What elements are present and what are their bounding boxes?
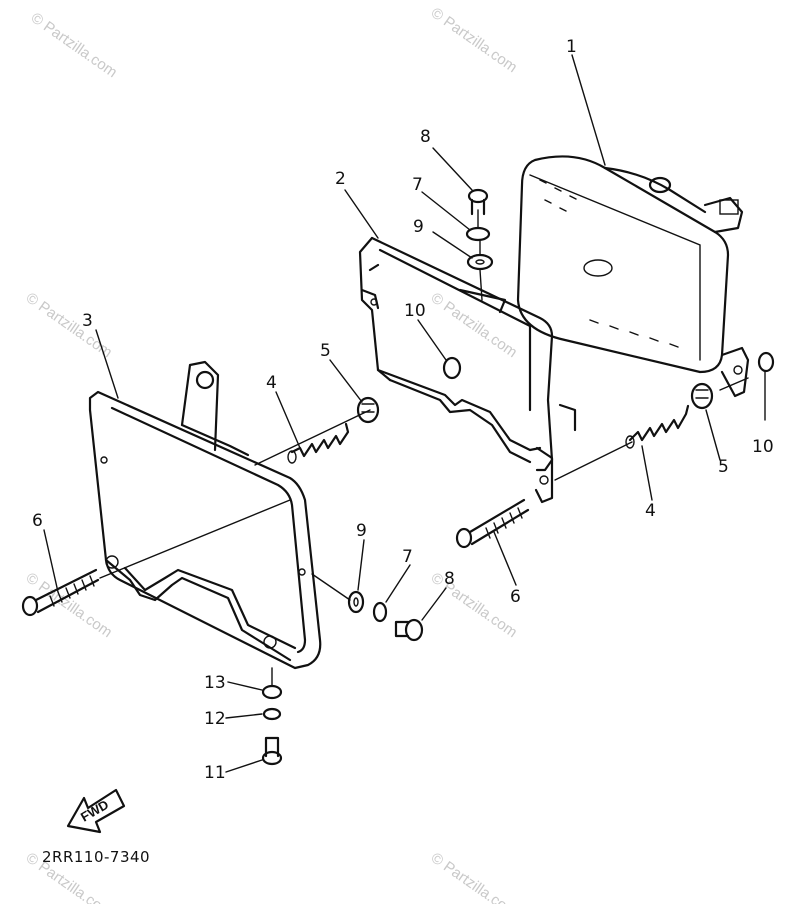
washer-12 [262, 707, 282, 721]
watermarks: © Partzilla.com © Partzilla.com © Partzi… [23, 4, 521, 904]
callout-6-right: 6 [510, 587, 521, 607]
adjusting-bolt-right [455, 498, 530, 549]
bracket-frame [358, 236, 577, 504]
screw-side [394, 618, 424, 642]
callout-7: 7 [412, 175, 423, 195]
front-frame [88, 360, 322, 670]
callout-2: 2 [335, 169, 346, 189]
callout-8: 8 [420, 127, 431, 147]
nut-left [356, 396, 380, 424]
lock-washer-side [372, 601, 388, 623]
adjusting-bolt-left [21, 568, 100, 617]
callout-5-right: 5 [718, 457, 729, 477]
washer-13 [261, 684, 283, 700]
screw-top [467, 188, 489, 216]
callout-9-side: 9 [356, 521, 367, 541]
callout-5: 5 [320, 341, 331, 361]
watermark-text: © Partzilla.com [428, 569, 521, 641]
watermark-text: © Partzilla.com [428, 849, 521, 904]
watermark-text: © Partzilla.com [428, 4, 521, 76]
callout-11: 11 [204, 763, 226, 783]
nut-right [690, 382, 714, 410]
callout-3: 3 [82, 311, 93, 331]
assembly-lines [99, 209, 749, 687]
callout-7-side: 7 [402, 547, 413, 567]
screw-11 [261, 736, 283, 766]
headlight-unit [516, 155, 750, 398]
callout-12: 12 [204, 709, 226, 729]
callout-10: 10 [404, 301, 426, 321]
callout-1: 1 [566, 37, 577, 57]
callout-4: 4 [266, 373, 277, 393]
callout-labels: 1 2 3 4 4 5 5 6 6 7 7 8 8 9 9 10 10 11 1… [32, 37, 774, 783]
callout-9: 9 [413, 217, 424, 237]
callout-6: 6 [32, 511, 43, 531]
watermark-text: © Partzilla.com [23, 289, 116, 361]
grommet-right [757, 351, 775, 373]
leader-lines [43, 54, 766, 773]
callout-13: 13 [204, 673, 226, 693]
fwd-arrow: FWD [66, 788, 126, 834]
watermark-text: © Partzilla.com [28, 9, 121, 81]
callout-4-right: 4 [645, 501, 656, 521]
callout-8-side: 8 [444, 569, 455, 589]
adjusting-spring-right [625, 404, 690, 449]
callout-10-right: 10 [752, 437, 774, 457]
adjusting-spring-left [287, 422, 350, 464]
plain-washer-side [347, 590, 365, 614]
grommet-center [442, 356, 462, 380]
diagram-code: 2RR110-7340 [42, 848, 150, 866]
watermark-text: © Partzilla.com [428, 289, 521, 361]
